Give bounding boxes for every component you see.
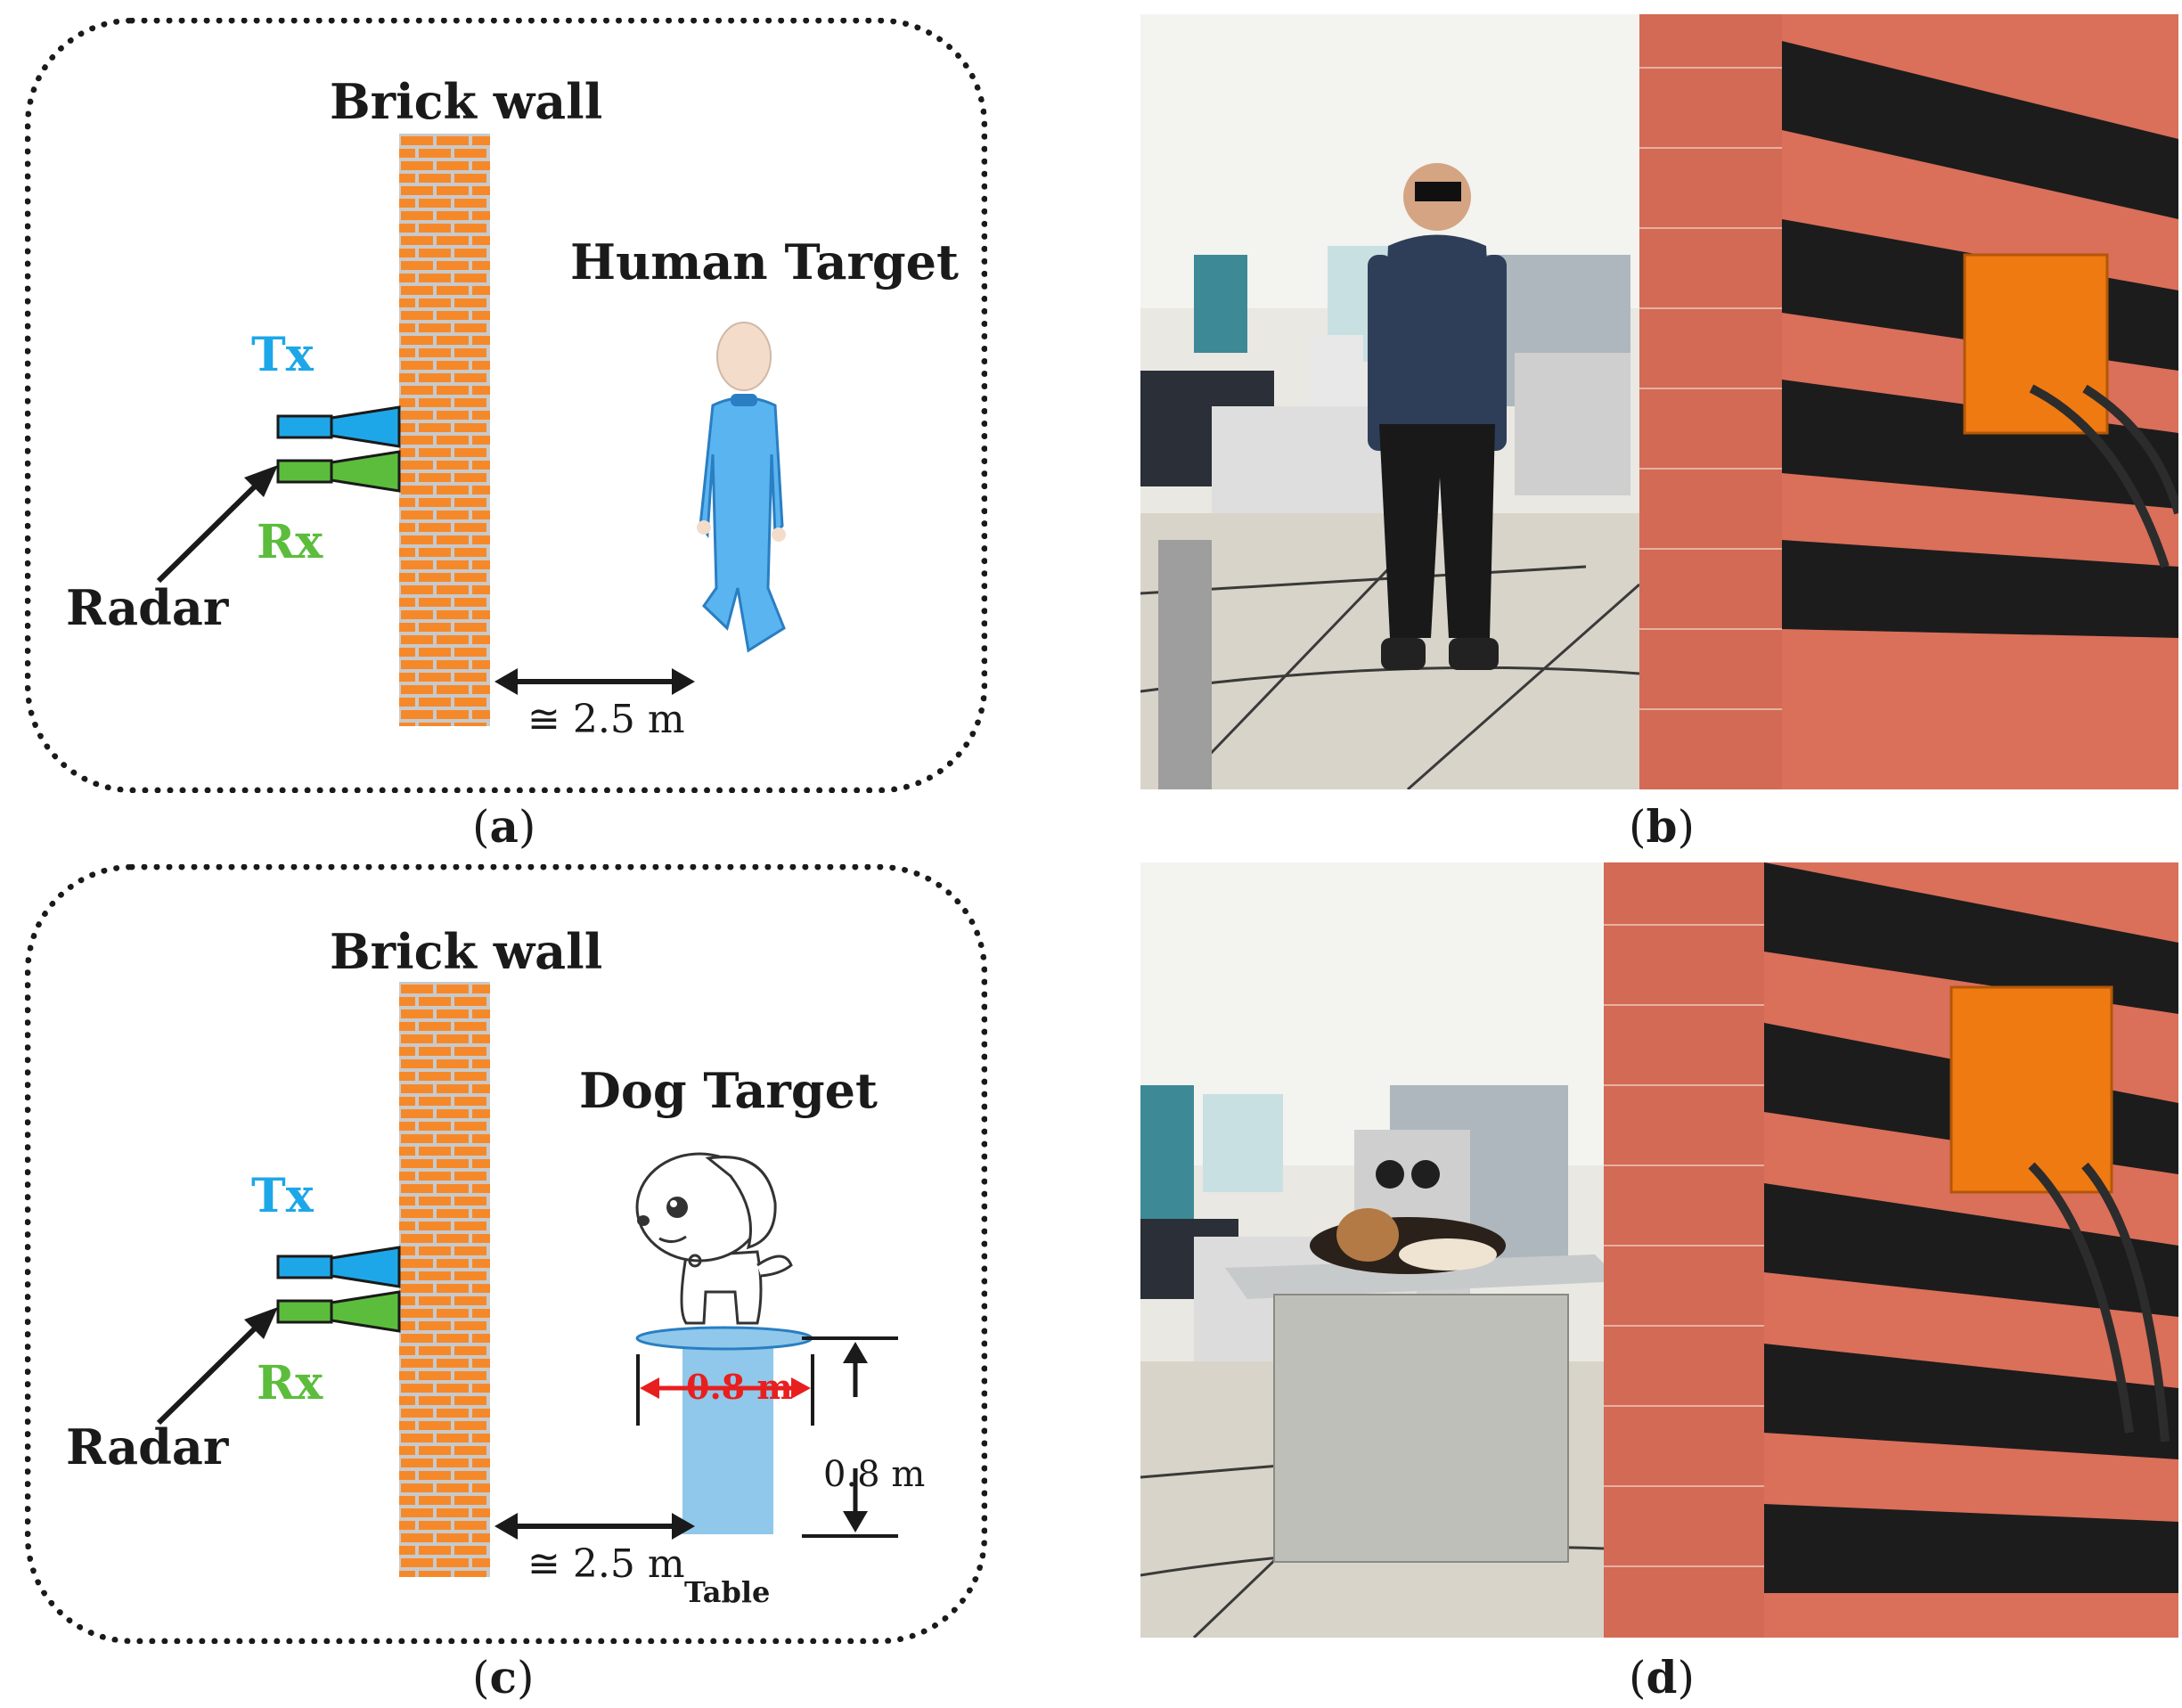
human-target-icon [697,322,786,653]
table-icon [635,1326,813,1534]
rx-antenna-icon [276,1290,401,1333]
caption-b: (b) [1629,800,1695,853]
tx-antenna-icon [276,405,401,448]
dog-target-label: Dog Target [579,1062,878,1119]
panel-c: Brick wall Dog Target Tx Rx Radar [0,855,1069,1708]
human-target-label: Human Target [570,233,959,290]
radar-label: Radar [66,579,229,636]
rx-antenna-icon [276,450,401,493]
dog-experiment-photo [1140,862,2178,1638]
panel-b: (b) [1140,0,2182,855]
rx-label: Rx [257,515,323,569]
radar-pointer-arrow [156,465,278,584]
brick-wall-label: Brick wall [330,923,603,980]
human-experiment-photo [1140,14,2178,789]
distance-label: ≅ 2.5 m [527,1541,685,1587]
tx-label: Tx [251,328,314,382]
panel-c-frame [25,864,987,1644]
table-width-measure [636,1354,814,1426]
radar-label: Radar [66,1418,229,1475]
brick-wall [399,134,490,726]
table-height-label: 0.8 m [823,1454,926,1495]
caption-d: (d) [1629,1651,1695,1704]
tx-antenna-icon [276,1246,401,1288]
caption-c: (c) [472,1651,535,1704]
brick-wall [399,982,490,1577]
table-label: Table [684,1575,771,1609]
caption-a: (a) [472,800,536,853]
tx-label: Tx [251,1169,314,1223]
distance-arrow [494,1513,695,1540]
dog-target-icon [635,1152,793,1325]
distance-arrow [494,668,695,695]
panel-a: Brick wall Human Target Tx Rx Radar [0,0,1069,855]
table-height-measure [802,1336,898,1538]
radar-pointer-arrow [156,1307,278,1426]
rx-label: Rx [257,1356,323,1410]
distance-label: ≅ 2.5 m [527,697,685,742]
panel-d: (d) [1140,855,2182,1708]
table-width-label: 0.8 m [686,1367,793,1407]
panel-a-frame [25,18,987,793]
brick-wall-label: Brick wall [330,73,603,130]
